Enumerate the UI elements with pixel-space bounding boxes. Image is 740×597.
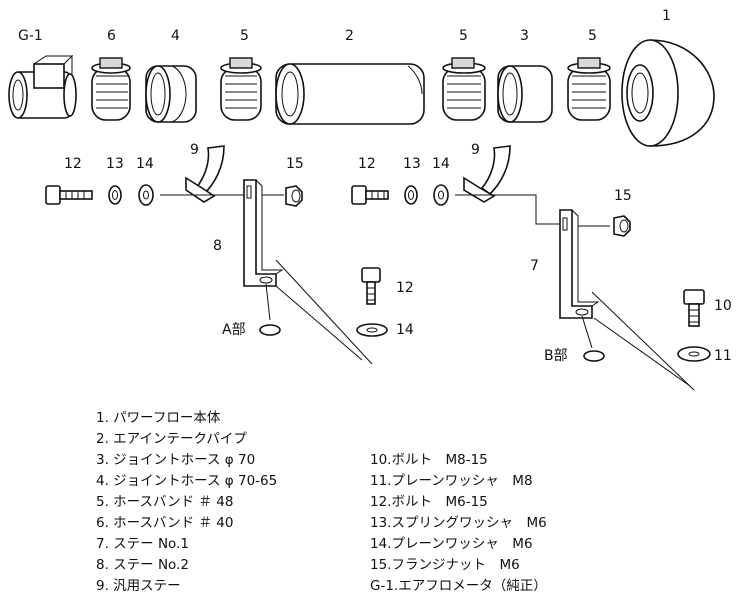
parts-list-item: 3. ジョイントホース φ 70: [96, 452, 256, 468]
callout-13-b: 13: [403, 156, 421, 172]
callout-15-a: 15: [286, 156, 304, 172]
intake-pipe-drawing: [275, 63, 425, 125]
callout-13-a: 13: [106, 156, 124, 172]
callout-9-b: 9: [471, 142, 480, 158]
air-flow-meter-drawing: [8, 54, 77, 119]
parts-list-item: 7. ステー No.1: [96, 536, 189, 552]
parts-list-right: 10.ボルト M8-15 11.プレーンワッシャ M8 12.ボルト M6-15…: [370, 450, 547, 597]
callout-5-c: 5: [588, 28, 597, 44]
callout-3: 3: [520, 28, 529, 44]
parts-list-item: 6. ホースバンド ＃ 40: [96, 515, 234, 531]
callout-12-c: 12: [396, 280, 414, 296]
section-b-hardware-drawing: [351, 145, 711, 391]
parts-list-item: 14.プレーンワッシャ M6: [370, 536, 533, 552]
hose-band-48-b-drawing: [442, 57, 486, 121]
callout-10: 10: [714, 298, 732, 314]
callout-14-b: 14: [432, 156, 450, 172]
parts-list-item: 15.フランジナット M6: [370, 557, 520, 573]
section-a-hardware-drawing: [45, 145, 388, 365]
callout-8: 8: [213, 238, 222, 254]
parts-list-item: 12.ボルト M6-15: [370, 494, 488, 510]
parts-list-item: 8. ステー No.2: [96, 557, 189, 573]
parts-list-item: 9. 汎用ステー: [96, 578, 181, 594]
callout-5-b: 5: [459, 28, 468, 44]
callout-1: 1: [662, 8, 671, 24]
callout-12-b: 12: [358, 156, 376, 172]
parts-list-item: 11.プレーンワッシャ M8: [370, 473, 533, 489]
callout-7: 7: [530, 258, 539, 274]
power-flow-body-drawing: [621, 39, 715, 147]
parts-list-item: 5. ホースバンド ＃ 48: [96, 494, 234, 510]
callout-2: 2: [345, 28, 354, 44]
parts-list-item: 4. ジョイントホース φ 70-65: [96, 473, 278, 489]
callout-14-a: 14: [136, 156, 154, 172]
hose-band-40-drawing: [91, 57, 131, 121]
section-a-label: A部: [222, 322, 246, 338]
callout-g1: G-1: [18, 28, 43, 44]
hose-band-48-a-drawing: [220, 57, 262, 121]
callout-14-c: 14: [396, 322, 414, 338]
callout-9-a: 9: [190, 142, 199, 158]
joint-hose-70-drawing: [497, 65, 553, 123]
parts-list-item: G-1.エアフロメータ（純正）: [370, 578, 547, 594]
callout-11: 11: [714, 348, 732, 364]
parts-list-item: 2. エアインテークパイプ: [96, 431, 247, 447]
parts-list-item: 13.スプリングワッシャ M6: [370, 515, 547, 531]
parts-list-item: 1. パワーフロー本体: [96, 410, 221, 426]
callout-4: 4: [171, 28, 180, 44]
callout-6: 6: [107, 28, 116, 44]
section-b-label: B部: [544, 348, 568, 364]
callout-12-a: 12: [64, 156, 82, 172]
callout-5-a: 5: [240, 28, 249, 44]
callout-15-b: 15: [614, 188, 632, 204]
joint-hose-70-65-drawing: [145, 65, 197, 123]
hose-band-48-c-drawing: [567, 57, 611, 121]
parts-list-item: 10.ボルト M8-15: [370, 452, 488, 468]
parts-list-left: 1. パワーフロー本体 2. エアインテークパイプ 3. ジョイントホース φ …: [96, 408, 277, 597]
